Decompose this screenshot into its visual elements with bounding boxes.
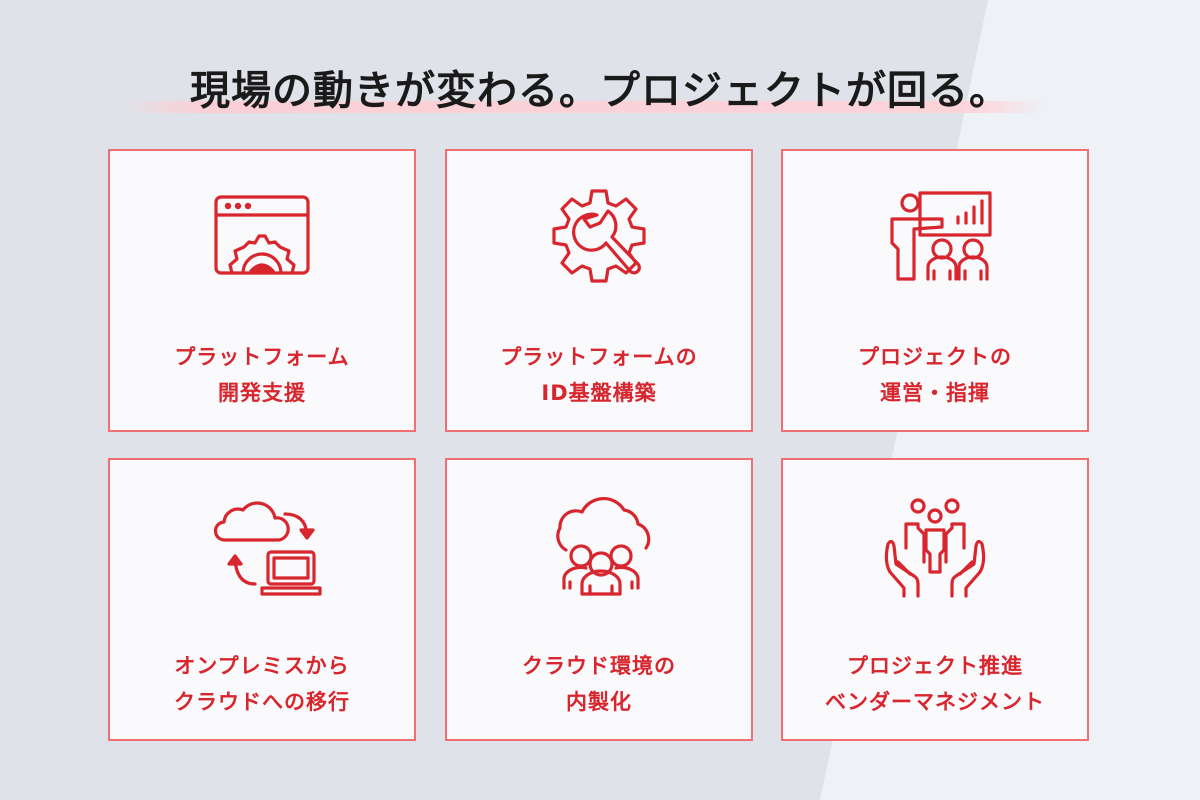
card-label: プロジェクト推進 ベンダーマネジメント <box>825 654 1045 714</box>
page-title: 現場の動きが変わる。プロジェクトが回る。 <box>190 68 1010 114</box>
hands-people-icon <box>870 488 1000 608</box>
gear-wrench-icon <box>534 179 664 299</box>
card-cloud-migration: オンプレミスから クラウドへの移行 <box>108 458 416 741</box>
card-platform-development: プラットフォーム 開発支援 <box>108 149 416 432</box>
header: 現場の動きが変わる。プロジェクトが回る。 <box>0 58 1200 116</box>
browser-gear-icon <box>197 179 327 299</box>
cloud-team-icon <box>534 488 664 608</box>
card-project-management: プロジェクトの 運営・指揮 <box>781 149 1089 432</box>
card-label: オンプレミスから クラウドへの移行 <box>174 654 350 714</box>
card-label: プラットフォームの ID基盤構築 <box>500 345 698 405</box>
card-label: プラットフォーム 開発支援 <box>174 345 350 405</box>
card-label: プロジェクトの 運営・指揮 <box>858 345 1012 405</box>
cloud-laptop-sync-icon <box>197 488 327 608</box>
card-label: クラウド環境の 内製化 <box>522 654 676 714</box>
title-underline-highlight <box>125 101 1045 113</box>
presentation-audience-icon <box>870 179 1000 299</box>
card-id-platform: プラットフォームの ID基盤構築 <box>445 149 753 432</box>
card-cloud-inhouse: クラウド環境の 内製化 <box>445 458 753 741</box>
card-vendor-management: プロジェクト推進 ベンダーマネジメント <box>781 458 1089 741</box>
